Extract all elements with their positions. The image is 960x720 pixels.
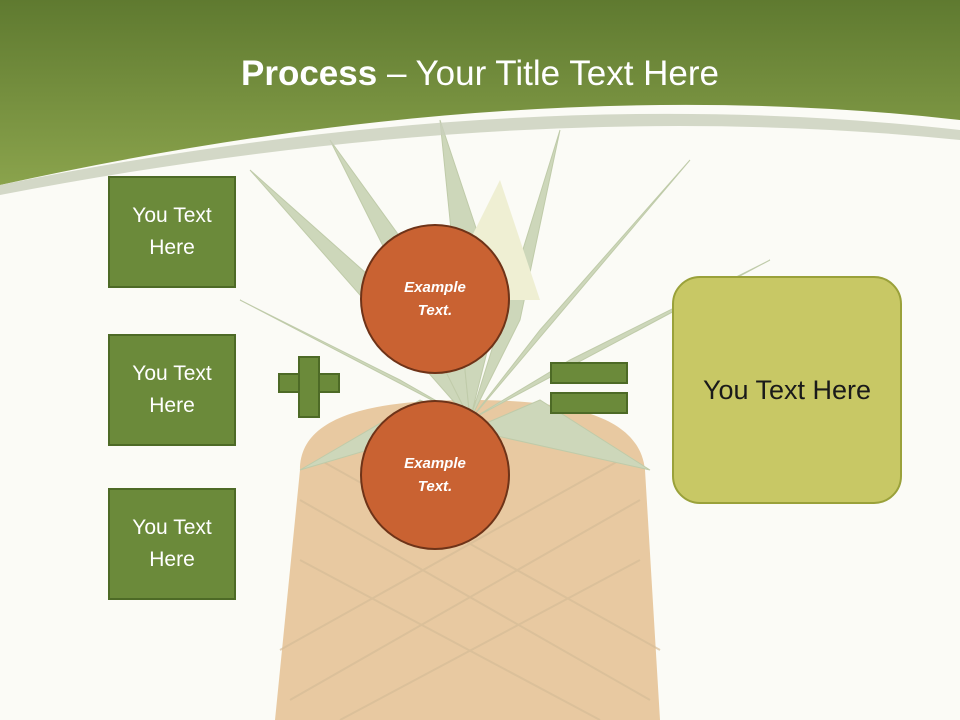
title-bold: Process bbox=[241, 54, 378, 93]
left-text-box-2[interactable]: You Text Here bbox=[108, 334, 236, 446]
example-circle-1[interactable]: Example Text. bbox=[360, 224, 510, 374]
title-rest: – Your Title Text Here bbox=[377, 54, 719, 93]
result-box[interactable]: You Text Here bbox=[672, 276, 902, 504]
left-text-box-3[interactable]: You Text Here bbox=[108, 488, 236, 600]
example-circle-2[interactable]: Example Text. bbox=[360, 400, 510, 550]
slide-title: Process – Your Title Text Here bbox=[0, 52, 960, 96]
left-text-box-1[interactable]: You Text Here bbox=[108, 176, 236, 288]
